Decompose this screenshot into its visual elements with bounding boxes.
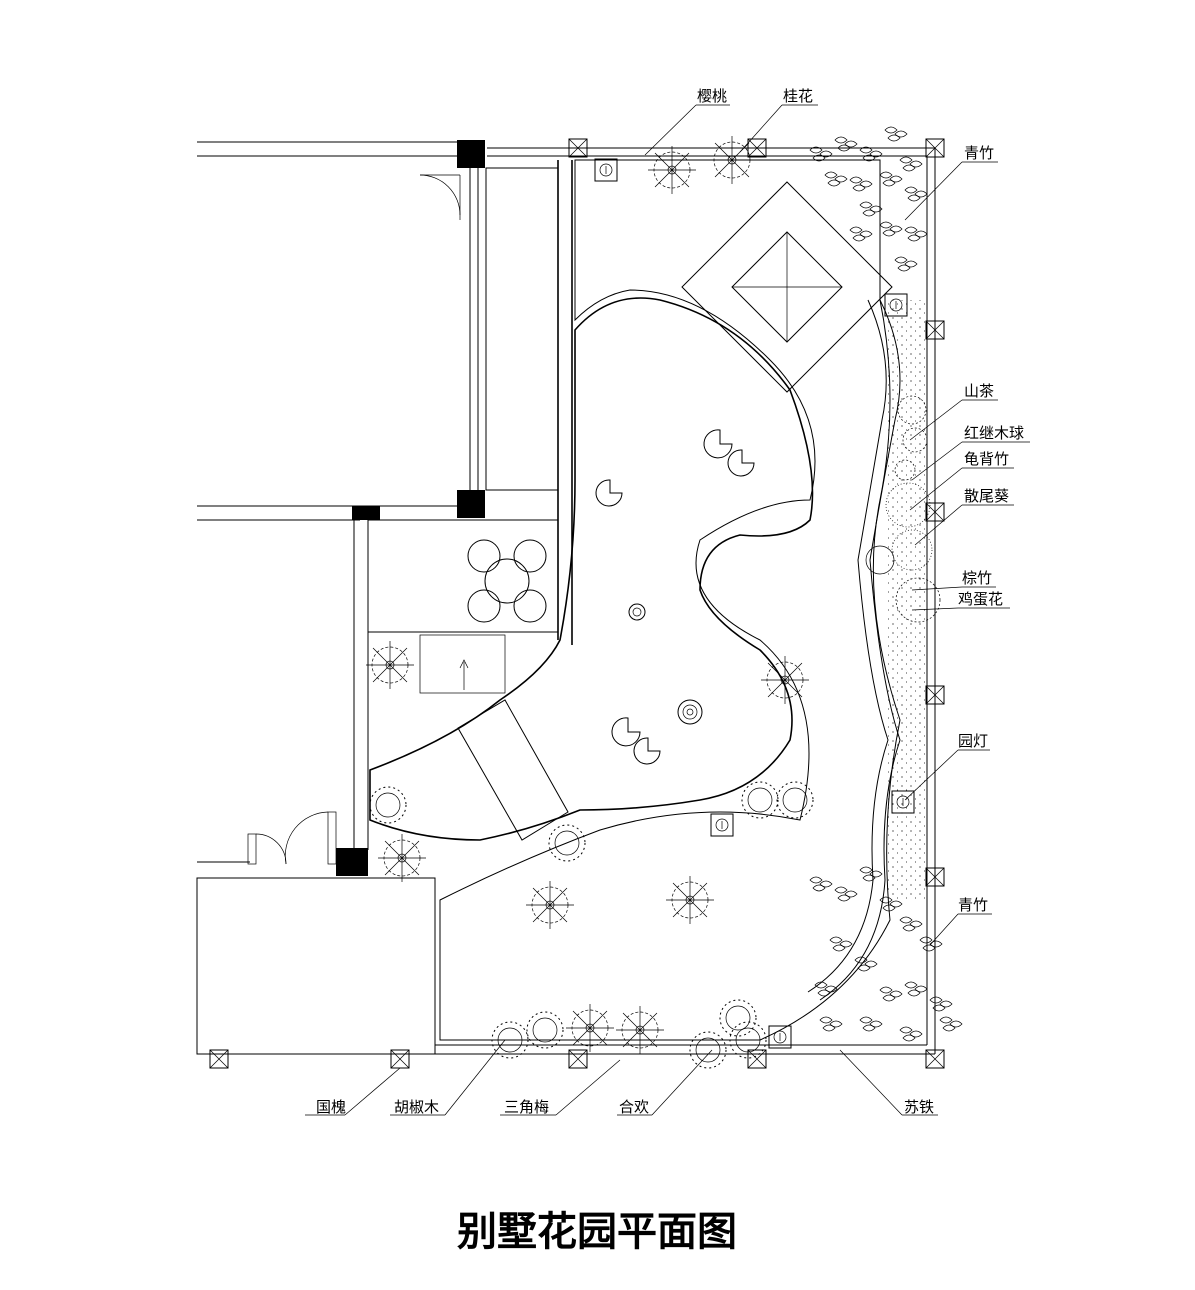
outdoor-table-set <box>467 539 547 623</box>
label-pepper-tree: 胡椒木 <box>394 1098 439 1116</box>
label-monstera: 龟背竹 <box>964 450 1009 468</box>
label-pagoda-tree: 国槐 <box>316 1098 346 1116</box>
label-garden-lamp: 园灯 <box>958 732 988 750</box>
timber-bridge <box>457 699 569 841</box>
pond <box>369 297 814 841</box>
label-cycad: 苏铁 <box>904 1098 934 1116</box>
label-palm-bamboo: 棕竹 <box>962 569 992 587</box>
label-albizia: 合欢 <box>619 1098 649 1116</box>
label-cherry: 樱桃 <box>697 87 727 105</box>
stone-paving <box>439 159 901 1041</box>
shrub-cluster-right <box>865 395 941 623</box>
label-fan-palm: 散尾葵 <box>964 487 1009 505</box>
label-camellia: 山茶 <box>964 382 994 400</box>
label-osmanthus: 桂花 <box>783 87 813 105</box>
green-bamboo-bottom <box>809 866 963 1042</box>
gravel-strip <box>888 300 926 900</box>
label-loropetalum-ball: 红继木球 <box>964 424 1024 442</box>
house-walls <box>197 140 485 876</box>
garden-boundary <box>197 147 936 1055</box>
lotus-leaf-icon <box>595 429 755 765</box>
tree-symbols <box>365 135 810 1055</box>
green-bamboo-top <box>809 126 928 272</box>
steps <box>419 634 506 694</box>
label-bougainvillea: 三角梅 <box>504 1098 549 1116</box>
plant-labels: 樱桃 桂花 青竹 山茶 红继木球 龟背竹 散尾葵 棕竹 鸡蛋花 园灯 青竹 国槐… <box>316 87 1024 1116</box>
hex-paving-area <box>196 877 436 1055</box>
fountain-icon <box>628 603 703 725</box>
label-frangipani: 鸡蛋花 <box>958 590 1003 608</box>
timber-deck-upper <box>485 167 559 491</box>
timber-deck-lower <box>367 519 559 633</box>
label-green-bamboo-top: 青竹 <box>964 144 994 162</box>
drawing-title: 别墅花园平面图 <box>457 1208 737 1255</box>
label-green-bamboo-bottom: 青竹 <box>958 896 988 914</box>
pavilion <box>681 181 893 393</box>
ring-shrubs <box>369 781 814 1069</box>
leader-lines <box>305 104 1030 1116</box>
